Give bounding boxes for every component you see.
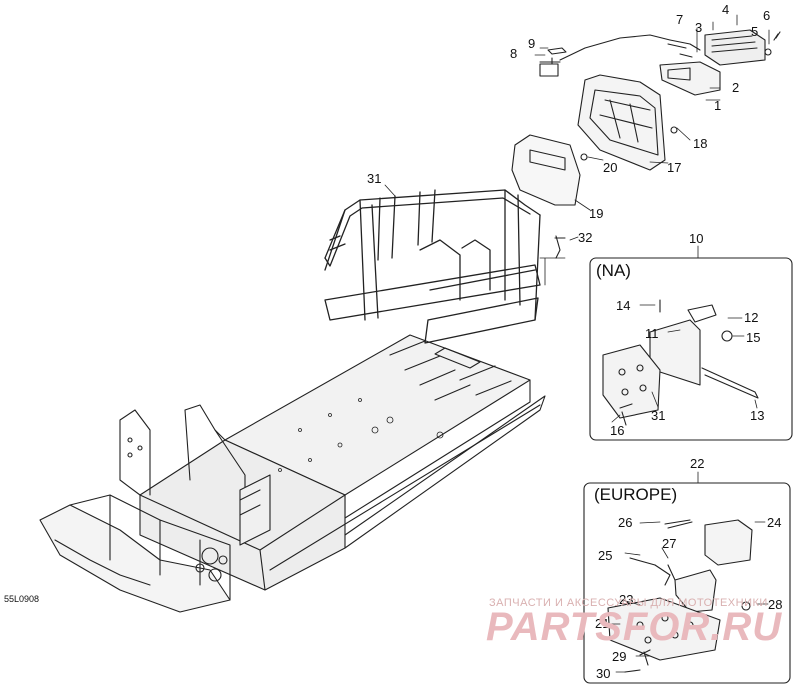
na-box-title: (NA) [596, 261, 631, 280]
na-box-labels: 10 (NA) 14 12 11 15 31 13 16 [596, 231, 764, 438]
callout-eu-25: 25 [598, 548, 612, 563]
wire-harness [539, 34, 701, 77]
small-hardware [547, 31, 781, 259]
taillight-housing [577, 74, 666, 171]
callout-5: 5 [751, 24, 758, 39]
callout-19: 19 [589, 206, 603, 221]
watermark-brand: PARTSFOR.RU [486, 605, 782, 649]
europe-box-ref: 22 [690, 456, 704, 471]
callout-2: 2 [732, 80, 739, 95]
callout-18: 18 [693, 136, 707, 151]
tail-lens [511, 134, 581, 206]
cargo-rack [324, 189, 541, 344]
lamp-bracket [659, 61, 721, 96]
callout-na-15: 15 [746, 330, 760, 345]
callout-3: 3 [695, 20, 702, 35]
callout-32: 32 [578, 230, 592, 245]
callout-6: 6 [763, 8, 770, 23]
europe-box [583, 471, 791, 684]
callout-7: 7 [676, 12, 683, 27]
chassis-frame [39, 334, 546, 613]
front-frame-holes [127, 437, 228, 582]
callout-eu-26: 26 [618, 515, 632, 530]
callout-4: 4 [722, 2, 729, 17]
main-callout-numbers: 7 4 6 3 5 9 8 2 1 18 20 17 31 19 32 [367, 2, 770, 245]
europe-box-title: (EUROPE) [594, 485, 677, 504]
na-box [589, 245, 793, 441]
lamp-lens [704, 29, 766, 66]
callout-na-12: 12 [744, 310, 758, 325]
deck-dots [278, 398, 444, 472]
callout-eu-24: 24 [767, 515, 781, 530]
na-box-ref: 10 [689, 231, 703, 246]
callout-na-16: 16 [610, 423, 624, 438]
callout-na-11: 11 [645, 326, 659, 341]
callout-1: 1 [714, 98, 721, 113]
callout-na-31: 31 [651, 408, 665, 423]
callout-9: 9 [528, 36, 535, 51]
callout-eu-21: 21 [595, 616, 609, 631]
callout-eu-28: 28 [768, 597, 782, 612]
callout-17: 17 [667, 160, 681, 175]
callout-eu-30: 30 [596, 666, 610, 681]
callout-na-13: 13 [750, 408, 764, 423]
callout-na-14: 14 [616, 298, 630, 313]
callout-eu-23: 23 [619, 592, 633, 607]
europe-box-labels: 22 (EUROPE) 26 24 27 25 23 28 21 29 30 [594, 456, 782, 681]
diagram-code: 55L0908 [4, 594, 39, 604]
watermark-tagline: ЗАПЧАСТИ И АКСЕССУАРЫ ДЛЯ МОТОТЕХНИКИ [489, 597, 768, 609]
watermark: ЗАПЧАСТИ И АКСЕССУАРЫ ДЛЯ МОТОТЕХНИКИ PA… [486, 597, 782, 649]
callout-eu-29: 29 [612, 649, 626, 664]
callout-eu-27: 27 [662, 536, 676, 551]
callout-20: 20 [603, 160, 617, 175]
callout-31: 31 [367, 171, 381, 186]
callout-leaders [384, 14, 770, 286]
callout-8: 8 [510, 46, 517, 61]
